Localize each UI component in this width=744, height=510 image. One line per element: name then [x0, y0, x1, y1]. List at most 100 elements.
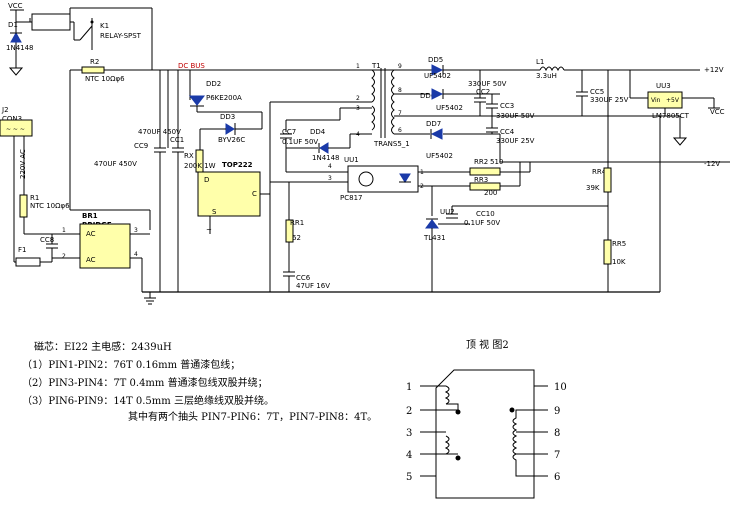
r2-part-label: NTC 10Ωφ6 [85, 75, 125, 83]
winding-notes: 磁芯：EI22 主电感：2439uH （1）PIN1-PIN2：76T 0.16… [22, 340, 377, 423]
svg-text:S: S [212, 208, 217, 216]
dd5-label: DD5 [428, 56, 443, 64]
output-diodes: DD5 UF5402 DD6 UF5402 DD7 UF5402 [394, 56, 730, 163]
rr4-resistor-icon [603, 167, 612, 193]
svg-text:4: 4 [134, 251, 138, 258]
feedback-network: RR2 510 RR3 200 UU2 TL431 CC10 0.1UF 50V… [423, 70, 661, 292]
lm7805-label: LM7805CT [652, 112, 690, 120]
pin-7: 7 [554, 450, 560, 461]
pin-6: 6 [554, 472, 560, 483]
cc8-label: CC8 [40, 236, 54, 244]
r1-part-label: NTC 10Ωφ6 [30, 202, 70, 210]
top222-box [197, 171, 261, 217]
bridge-rectifier-icon [79, 223, 131, 269]
svg-text:+5V: +5V [666, 97, 680, 104]
svg-text:AC: AC [86, 230, 96, 238]
cc6-label: CC6 [296, 274, 311, 282]
svg-text:~: ~ [206, 226, 212, 234]
svg-text:4: 4 [328, 163, 332, 170]
note-line-3: （3）PIN6-PIN9：14T 0.5mm 三层绝缘线双股并绕。 [22, 394, 274, 407]
r2-ntc: R2 NTC 10Ωφ6 [69, 58, 540, 230]
rr5-label: RR5 [612, 240, 626, 248]
winding-1-2-icon [436, 385, 459, 411]
pin-1: 1 [406, 382, 412, 393]
pin-5: 5 [406, 472, 412, 483]
vcc-top-label: VCC [8, 2, 23, 10]
svg-text:2: 2 [356, 95, 360, 102]
svg-text:D: D [204, 176, 209, 184]
svg-text:1: 1 [62, 227, 66, 234]
tl431-icon [425, 219, 439, 229]
rx-label: RX [184, 152, 194, 160]
l1-label: L1 [536, 58, 544, 66]
rr1-part-label: 62 [292, 234, 301, 242]
dd7-diode-icon [430, 128, 443, 140]
svg-text:3: 3 [328, 175, 332, 182]
clamp-network: DD2 P6KE200A DD3 BYV26C RX 200K 1W [184, 70, 263, 173]
relay-coil-icon [31, 13, 71, 31]
d1-diode-icon [10, 31, 22, 43]
relay-section: VCC D1 1N4148 K1 RELAY-SPST [6, 2, 153, 76]
note-line-1: （1）PIN1-PIN2：76T 0.16mm 普通漆包线； [22, 358, 240, 371]
cc2-part-label: 330UF 50V [468, 80, 507, 88]
rr2-resistor-icon [469, 167, 501, 176]
rr3-resistor-icon [469, 182, 501, 191]
note-line-2: （2）PIN3-PIN4：7T 0.4mm 普通漆包线双股并绕； [22, 376, 268, 389]
svg-text:9: 9 [398, 63, 402, 70]
note-core: 磁芯：EI22 主电感：2439uH [34, 340, 172, 353]
cc9-label: CC9 [134, 142, 148, 150]
dd6-label: DD6 [420, 92, 436, 100]
dd3-label: DD3 [220, 113, 235, 121]
tl431-label: TL431 [423, 234, 446, 242]
dd6-diode-icon [431, 88, 444, 100]
regulator-lm7805: UU3 Vin +5V LM7805CT VCC -12V [629, 70, 725, 168]
rr2-label: RR2 [474, 158, 488, 166]
dd2-diode-icon [188, 95, 206, 106]
inductor-icon [539, 66, 565, 72]
cc4-label: CC4 [500, 128, 515, 136]
output-capacitors: 330UF 50V CC2 CC3 330UF 50V CC4 330UF 25… [468, 70, 629, 145]
cc470-label: 470UF 450V [138, 128, 181, 136]
svg-text:~ ~ ~: ~ ~ ~ [6, 126, 25, 133]
trans-label: TRANS5_1 [373, 140, 410, 148]
svg-text:Vin: Vin [651, 97, 661, 104]
top222-ic: TOP222 D C S ~ [197, 130, 360, 292]
transformer-outline [435, 369, 535, 499]
optocoupler-pc817: UU1 PC817 1 2 3 4 [328, 156, 470, 202]
svg-text:7: 7 [398, 110, 402, 117]
cc10-label: CC10 [476, 210, 495, 218]
vcc-right-label: VCC [710, 108, 725, 116]
svg-text:AC: AC [86, 256, 96, 264]
cc7-part-label: 0.1UF 50V [282, 138, 318, 146]
pin-9: 9 [554, 406, 560, 417]
dd5-diode-icon [431, 64, 444, 76]
rr3-part-label: 200 [484, 189, 497, 197]
rr5-part-label: 10K [612, 258, 626, 266]
d1-label: D1 [8, 21, 18, 29]
minus12v-label: -12V [704, 160, 720, 168]
k1-label: K1 [100, 22, 109, 30]
dd3-part-label: BYV26C [218, 136, 245, 144]
t1-label: T1 [371, 62, 381, 70]
svg-text:6: 6 [398, 127, 402, 134]
cc9-part-label: 470UF 450V [94, 160, 137, 168]
dd6-part-label: UF5402 [436, 104, 463, 112]
output-ground-icon [672, 137, 688, 146]
dd4-diode-icon [319, 142, 329, 154]
top222-label: TOP222 [222, 161, 253, 169]
uu2-label: UU2 [440, 208, 455, 216]
pin-10: 10 [554, 382, 567, 393]
aux-winding-icon [371, 105, 375, 131]
cc2-label: CC2 [476, 88, 490, 96]
note-line-4: 其中有两个抽头 PIN7-PIN6：7T，PIN7-PIN8：4T。 [128, 410, 377, 423]
pin-8: 8 [554, 428, 560, 439]
cc3-label: CC3 [500, 102, 514, 110]
primary-winding-icon [371, 69, 375, 103]
secondary-winding-icon [391, 69, 395, 135]
cc7-label: CC7 [282, 128, 296, 136]
cc5-part-label: 330UF 25V [590, 96, 629, 104]
pin-3: 3 [406, 428, 412, 439]
r1-label: R1 [30, 194, 39, 202]
r2-label: R2 [90, 58, 99, 66]
